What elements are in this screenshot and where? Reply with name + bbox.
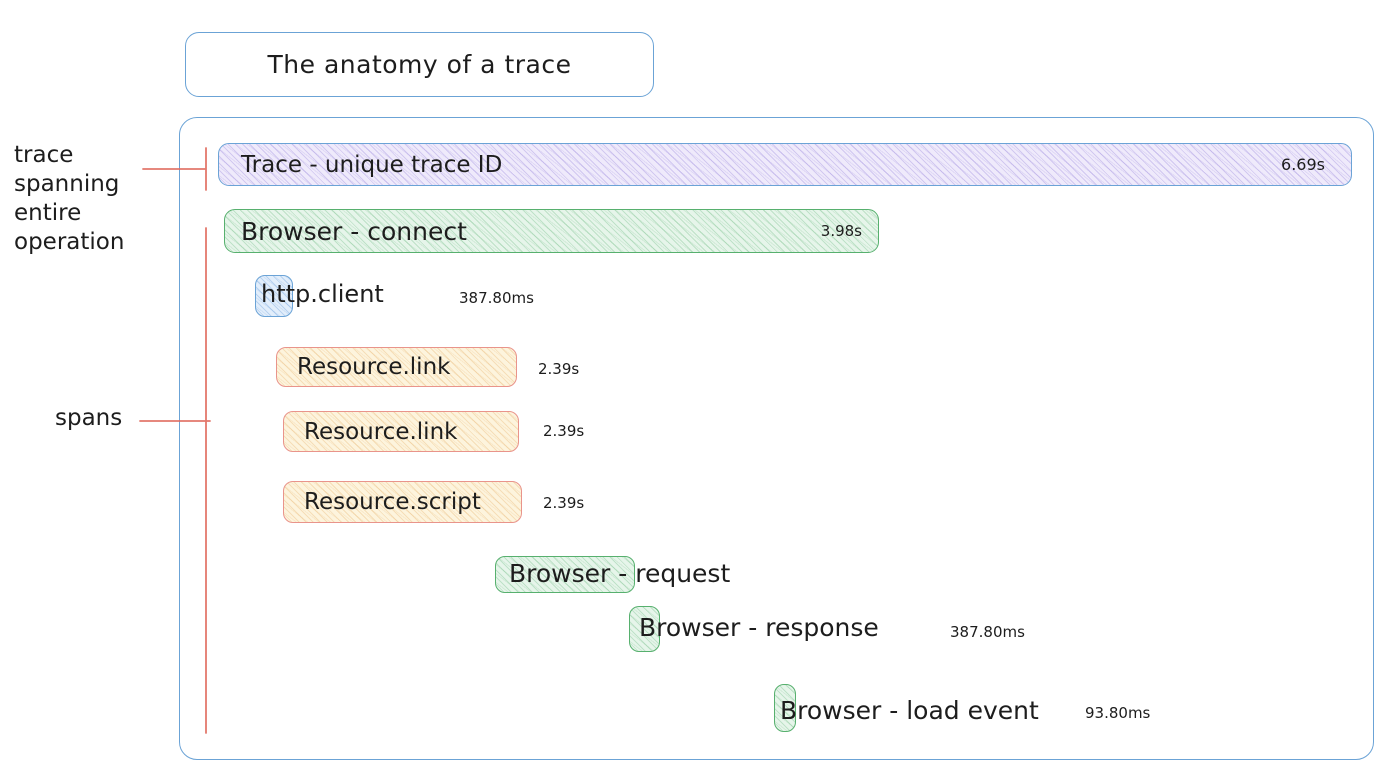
span-browser-request-bar	[495, 556, 635, 593]
span-trace-bar: Trace - unique trace ID 6.69s	[218, 143, 1352, 186]
span-resource-script-bar: Resource.script	[283, 481, 522, 523]
spans-annotation-label: spans	[55, 405, 123, 431]
trace-annotation-label: trace spanning entire operation	[14, 142, 125, 255]
span-browser-connect-duration: 3.98s	[820, 222, 862, 240]
span-browser-connect-bar: Browser - connect 3.98s	[224, 209, 879, 253]
span-browser-response-label: Browser - response	[639, 613, 879, 642]
span-resource-link-1-duration: 2.39s	[538, 360, 580, 378]
title-box: The anatomy of a trace	[185, 32, 654, 97]
span-http-client-bar	[255, 275, 293, 317]
span-browser-response-bar	[629, 606, 660, 652]
span-browser-response-duration: 387.80ms	[950, 623, 1025, 641]
span-http-client-duration: 387.80ms	[459, 289, 534, 307]
span-resource-link-2-bar: Resource.link	[283, 411, 519, 452]
span-trace-duration: 6.69s	[1281, 155, 1325, 174]
span-resource-link-1-bar: Resource.link	[276, 347, 517, 387]
span-browser-request-label: Browser - request	[509, 559, 731, 588]
span-resource-link-2-duration: 2.39s	[543, 422, 585, 440]
operation-container	[179, 117, 1374, 760]
span-browser-load-event-label: Browser - load event	[780, 696, 1039, 725]
span-resource-script-label: Resource.script	[304, 489, 481, 515]
span-http-client-label: http.client	[261, 280, 384, 308]
diagram-title: The anatomy of a trace	[267, 50, 572, 79]
span-resource-script-duration: 2.39s	[543, 494, 585, 512]
span-resource-link-1-label: Resource.link	[297, 354, 451, 380]
span-trace-label: Trace - unique trace ID	[241, 151, 503, 178]
span-browser-load-event-bar	[774, 684, 796, 732]
span-browser-load-event-duration: 93.80ms	[1085, 704, 1151, 722]
span-browser-connect-label: Browser - connect	[241, 216, 467, 246]
span-resource-link-2-label: Resource.link	[304, 418, 458, 445]
